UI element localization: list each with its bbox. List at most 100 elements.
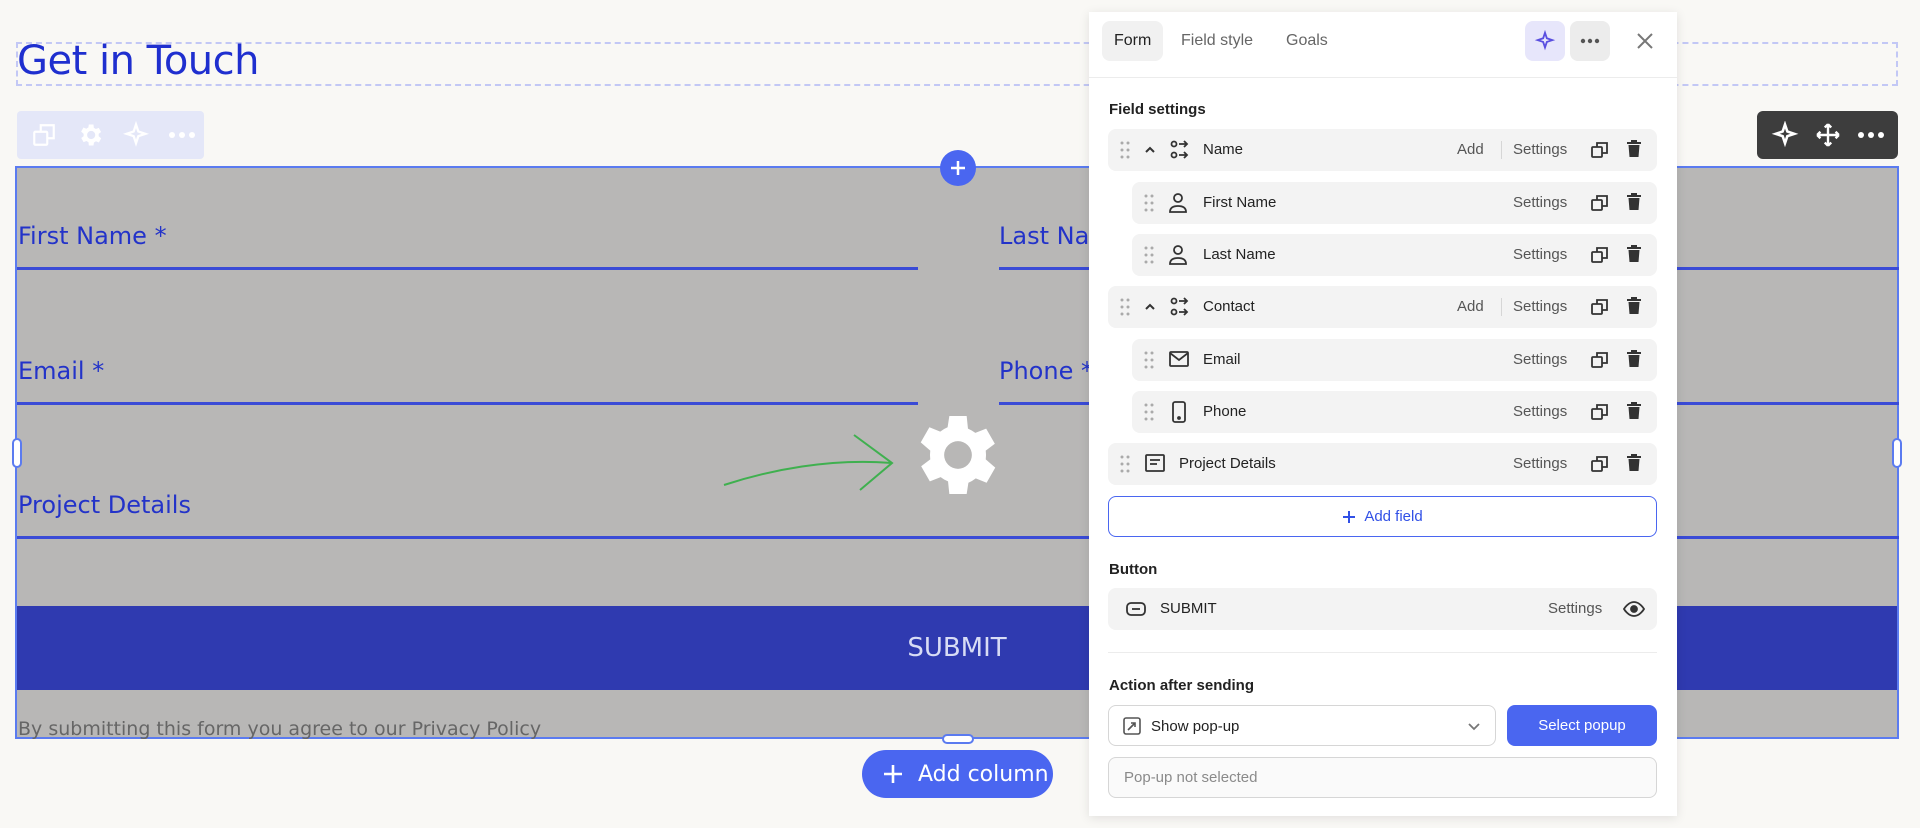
action-section-title: Action after sending [1109,677,1255,694]
gear-icon[interactable] [71,116,109,154]
trash-icon[interactable] [1626,297,1642,320]
popup-input[interactable] [1108,757,1657,798]
field-settings-button[interactable]: Settings [1513,298,1568,315]
field-row-label: Email [1203,351,1241,368]
drag-handle-icon[interactable] [1144,246,1154,269]
email-field[interactable] [17,402,918,405]
resize-handle-bottom[interactable] [942,734,974,744]
plus-icon [951,161,965,175]
ai-sparkle-icon[interactable] [117,116,155,154]
field-row-contact[interactable]: Contact Add Settings [1108,286,1657,328]
tab-field-style[interactable]: Field style [1181,32,1254,49]
tab-form[interactable]: Form [1102,21,1164,61]
add-column-label: Add column [918,761,1049,787]
ai-assistant-button[interactable] [1525,21,1565,61]
action-select[interactable]: Show pop-up [1108,705,1496,746]
field-settings-button[interactable]: Settings [1513,141,1568,158]
field-settings-button[interactable]: Settings [1513,455,1568,472]
textarea-icon [1144,453,1166,478]
add-column-button[interactable]: Add column [862,750,1053,798]
form-settings-panel: Form Field style Goals Field settings Na… [1089,12,1677,816]
field-row-label: Last Name [1203,246,1276,263]
trash-icon[interactable] [1626,350,1642,373]
field-row-label: First Name [1203,194,1277,211]
field-row-email[interactable]: Email Settings [1132,339,1657,381]
duplicate-icon[interactable] [1590,402,1610,427]
email-label: Email * [18,357,105,385]
add-subfield-button[interactable]: Add [1457,298,1484,315]
action-select-value: Show pop-up [1151,718,1240,735]
drag-handle-icon[interactable] [1144,194,1154,217]
drag-handle-icon[interactable] [1120,298,1130,321]
first-name-label: First Name * [18,222,167,250]
field-row-name[interactable]: Name Add Settings [1108,129,1657,171]
row-divider [1501,141,1502,159]
duplicate-icon[interactable] [1590,140,1610,165]
duplicate-icon[interactable] [1590,297,1610,322]
select-popup-button[interactable]: Select popup [1507,705,1657,746]
plus-icon [1343,510,1356,523]
add-block-button[interactable] [940,150,976,186]
first-name-field[interactable] [17,267,918,270]
row-divider [1501,298,1502,316]
field-row-phone[interactable]: Phone Settings [1132,391,1657,433]
panel-more-button[interactable] [1570,21,1610,61]
more-icon[interactable] [1852,116,1890,154]
field-settings-title: Field settings [1109,101,1206,118]
field-row-project-details[interactable]: Project Details Settings [1108,443,1657,485]
group-icon [1168,296,1190,323]
trash-icon[interactable] [1626,193,1642,216]
field-row-first-name[interactable]: First Name Settings [1132,182,1657,224]
block-toolbar [17,111,204,159]
tab-goals[interactable]: Goals [1286,32,1328,49]
person-icon [1168,192,1188,219]
page-heading[interactable]: Get in Touch [17,38,260,84]
close-button[interactable] [1625,21,1665,61]
chevron-up-icon[interactable] [1144,300,1156,318]
resize-handle-right[interactable] [1892,438,1902,468]
person-icon [1168,244,1188,271]
duplicate-icon[interactable] [1590,454,1610,479]
mail-icon [1168,349,1190,374]
trash-icon[interactable] [1626,140,1642,163]
button-settings-button[interactable]: Settings [1548,600,1603,617]
project-details-field[interactable] [17,536,1899,539]
group-icon [1168,139,1190,166]
trash-icon[interactable] [1626,245,1642,268]
button-row-submit[interactable]: SUBMIT Settings [1108,588,1657,630]
phone-label: Phone * [999,357,1093,385]
field-row-last-name[interactable]: Last Name Settings [1132,234,1657,276]
drag-handle-icon[interactable] [1144,351,1154,374]
move-icon[interactable] [1809,116,1847,154]
submit-button-label: SUBMIT [907,633,1007,663]
field-settings-button[interactable]: Settings [1513,351,1568,368]
drag-handle-icon[interactable] [1144,403,1154,426]
resize-handle-left[interactable] [12,438,22,468]
add-subfield-button[interactable]: Add [1457,141,1484,158]
add-field-button[interactable]: Add field [1108,496,1657,537]
more-icon [1580,38,1600,44]
duplicate-icon[interactable] [1590,245,1610,270]
heading-selection-outline [16,42,1898,86]
chevron-up-icon[interactable] [1144,143,1156,161]
field-row-label: Contact [1203,298,1255,315]
eye-icon[interactable] [1622,600,1646,623]
section-divider [1108,652,1657,653]
drag-handle-icon[interactable] [1120,455,1130,478]
trash-icon[interactable] [1626,402,1642,425]
duplicate-icon[interactable] [1590,350,1610,375]
drag-handle-icon[interactable] [1120,141,1130,164]
privacy-notice: By submitting this form you agree to our… [18,718,542,740]
popup-icon [1123,717,1141,740]
ai-sparkle-icon[interactable] [1766,116,1804,154]
panel-tabs: Form Field style Goals [1089,12,1677,78]
duplicate-icon[interactable] [25,116,63,154]
field-settings-button[interactable]: Settings [1513,246,1568,263]
chevron-down-icon [1467,719,1481,738]
duplicate-icon[interactable] [1590,193,1610,218]
trash-icon[interactable] [1626,454,1642,477]
gear-icon[interactable] [906,403,1010,507]
field-settings-button[interactable]: Settings [1513,194,1568,211]
field-settings-button[interactable]: Settings [1513,403,1568,420]
more-icon[interactable] [163,116,201,154]
